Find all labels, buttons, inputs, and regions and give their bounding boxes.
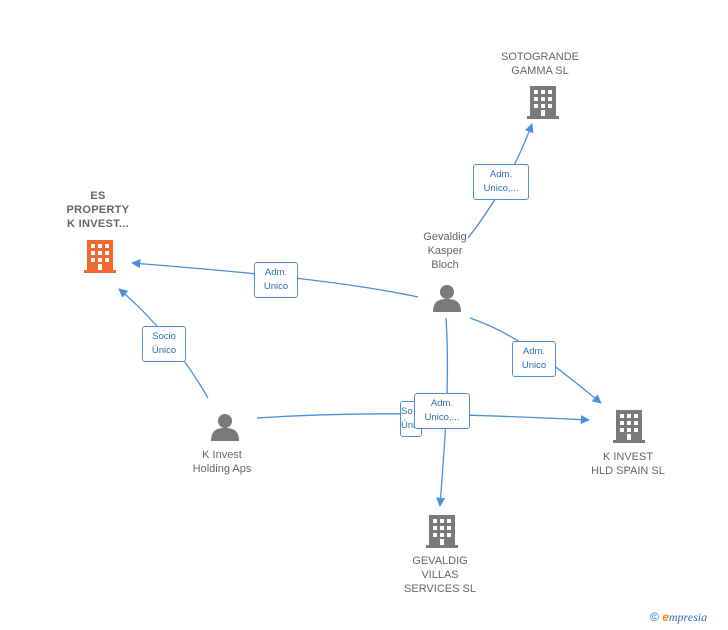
person-icon[interactable] (433, 285, 461, 312)
person-icon[interactable] (211, 414, 239, 441)
edge-label-socio-unico[interactable]: Socio Único (142, 326, 186, 362)
brand-name: mpresia (668, 610, 708, 624)
brand-initial: e (662, 610, 669, 624)
building-icon[interactable] (613, 410, 645, 443)
building-icon[interactable] (426, 515, 458, 548)
empresia-watermark: © empresia (650, 610, 707, 625)
edge-label-adm-unico-villas[interactable]: Adm. Unico,... (414, 393, 470, 429)
node-label-gevaldig-kasper[interactable]: Gevaldig Kasper Bloch (423, 231, 467, 271)
node-label-sotogrande[interactable]: SOTOGRANDE GAMMA SL (500, 51, 580, 77)
copyright-icon: © (650, 610, 659, 624)
building-icon[interactable] (527, 86, 559, 119)
node-label-k-invest-hld[interactable]: K INVEST HLD SPAIN SL (591, 451, 665, 477)
node-label-k-invest-holding[interactable]: K Invest Holding Aps (192, 449, 252, 475)
node-label-gevaldig-villas[interactable]: GEVALDIG VILLAS SERVICES SL (404, 555, 476, 595)
edge-label-adm-unico-esproperty[interactable]: Adm. Unico (254, 262, 298, 298)
node-label-es-property[interactable]: ES PROPERTY K INVEST... (66, 190, 130, 230)
edge-label-adm-unico-kinvesthld[interactable]: Adm. Unico (512, 341, 556, 377)
building-icon[interactable] (84, 240, 116, 273)
edge-label-adm-unico-sotogrande[interactable]: Adm. Unico,... (473, 164, 529, 200)
